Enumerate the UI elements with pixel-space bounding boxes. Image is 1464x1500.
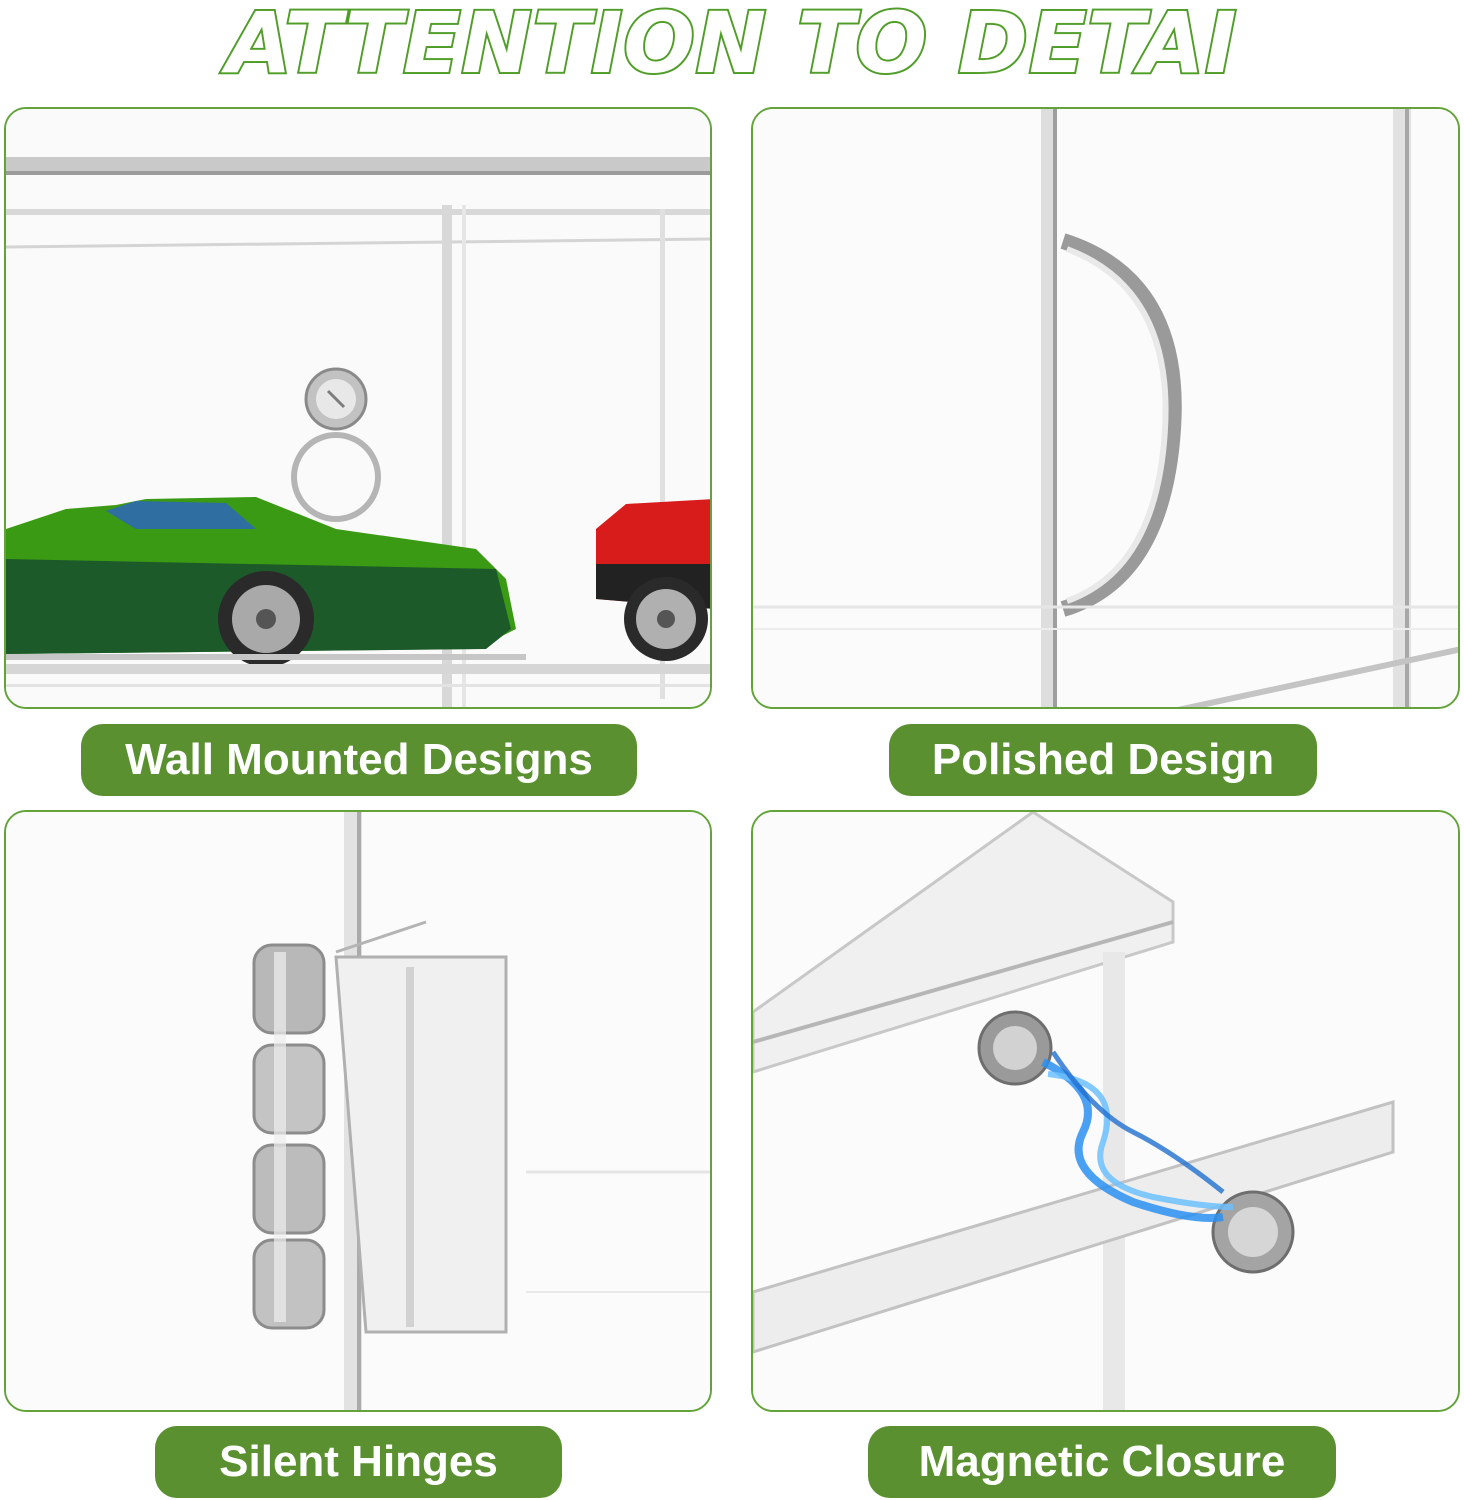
- wall-mount-photo-panel: [4, 107, 712, 709]
- polished-photo-panel: [751, 107, 1460, 709]
- hinge-photo-panel: [4, 810, 712, 1412]
- polished-handle-illustration: [753, 109, 1458, 707]
- headline-title: ATTENTION TO DETAI: [225, 0, 1239, 92]
- magnetic-closure-illustration: [753, 812, 1458, 1410]
- feature-label-wall-mounted: Wall Mounted Designs: [81, 724, 637, 796]
- feature-label-silent-hinges: Silent Hinges: [155, 1426, 562, 1498]
- wall-mount-illustration: [6, 109, 710, 707]
- magnet-photo-panel: [751, 810, 1460, 1412]
- feature-label-magnetic-closure: Magnetic Closure: [868, 1426, 1336, 1498]
- hinge-illustration: [6, 812, 710, 1410]
- feature-label-polished: Polished Design: [889, 724, 1317, 796]
